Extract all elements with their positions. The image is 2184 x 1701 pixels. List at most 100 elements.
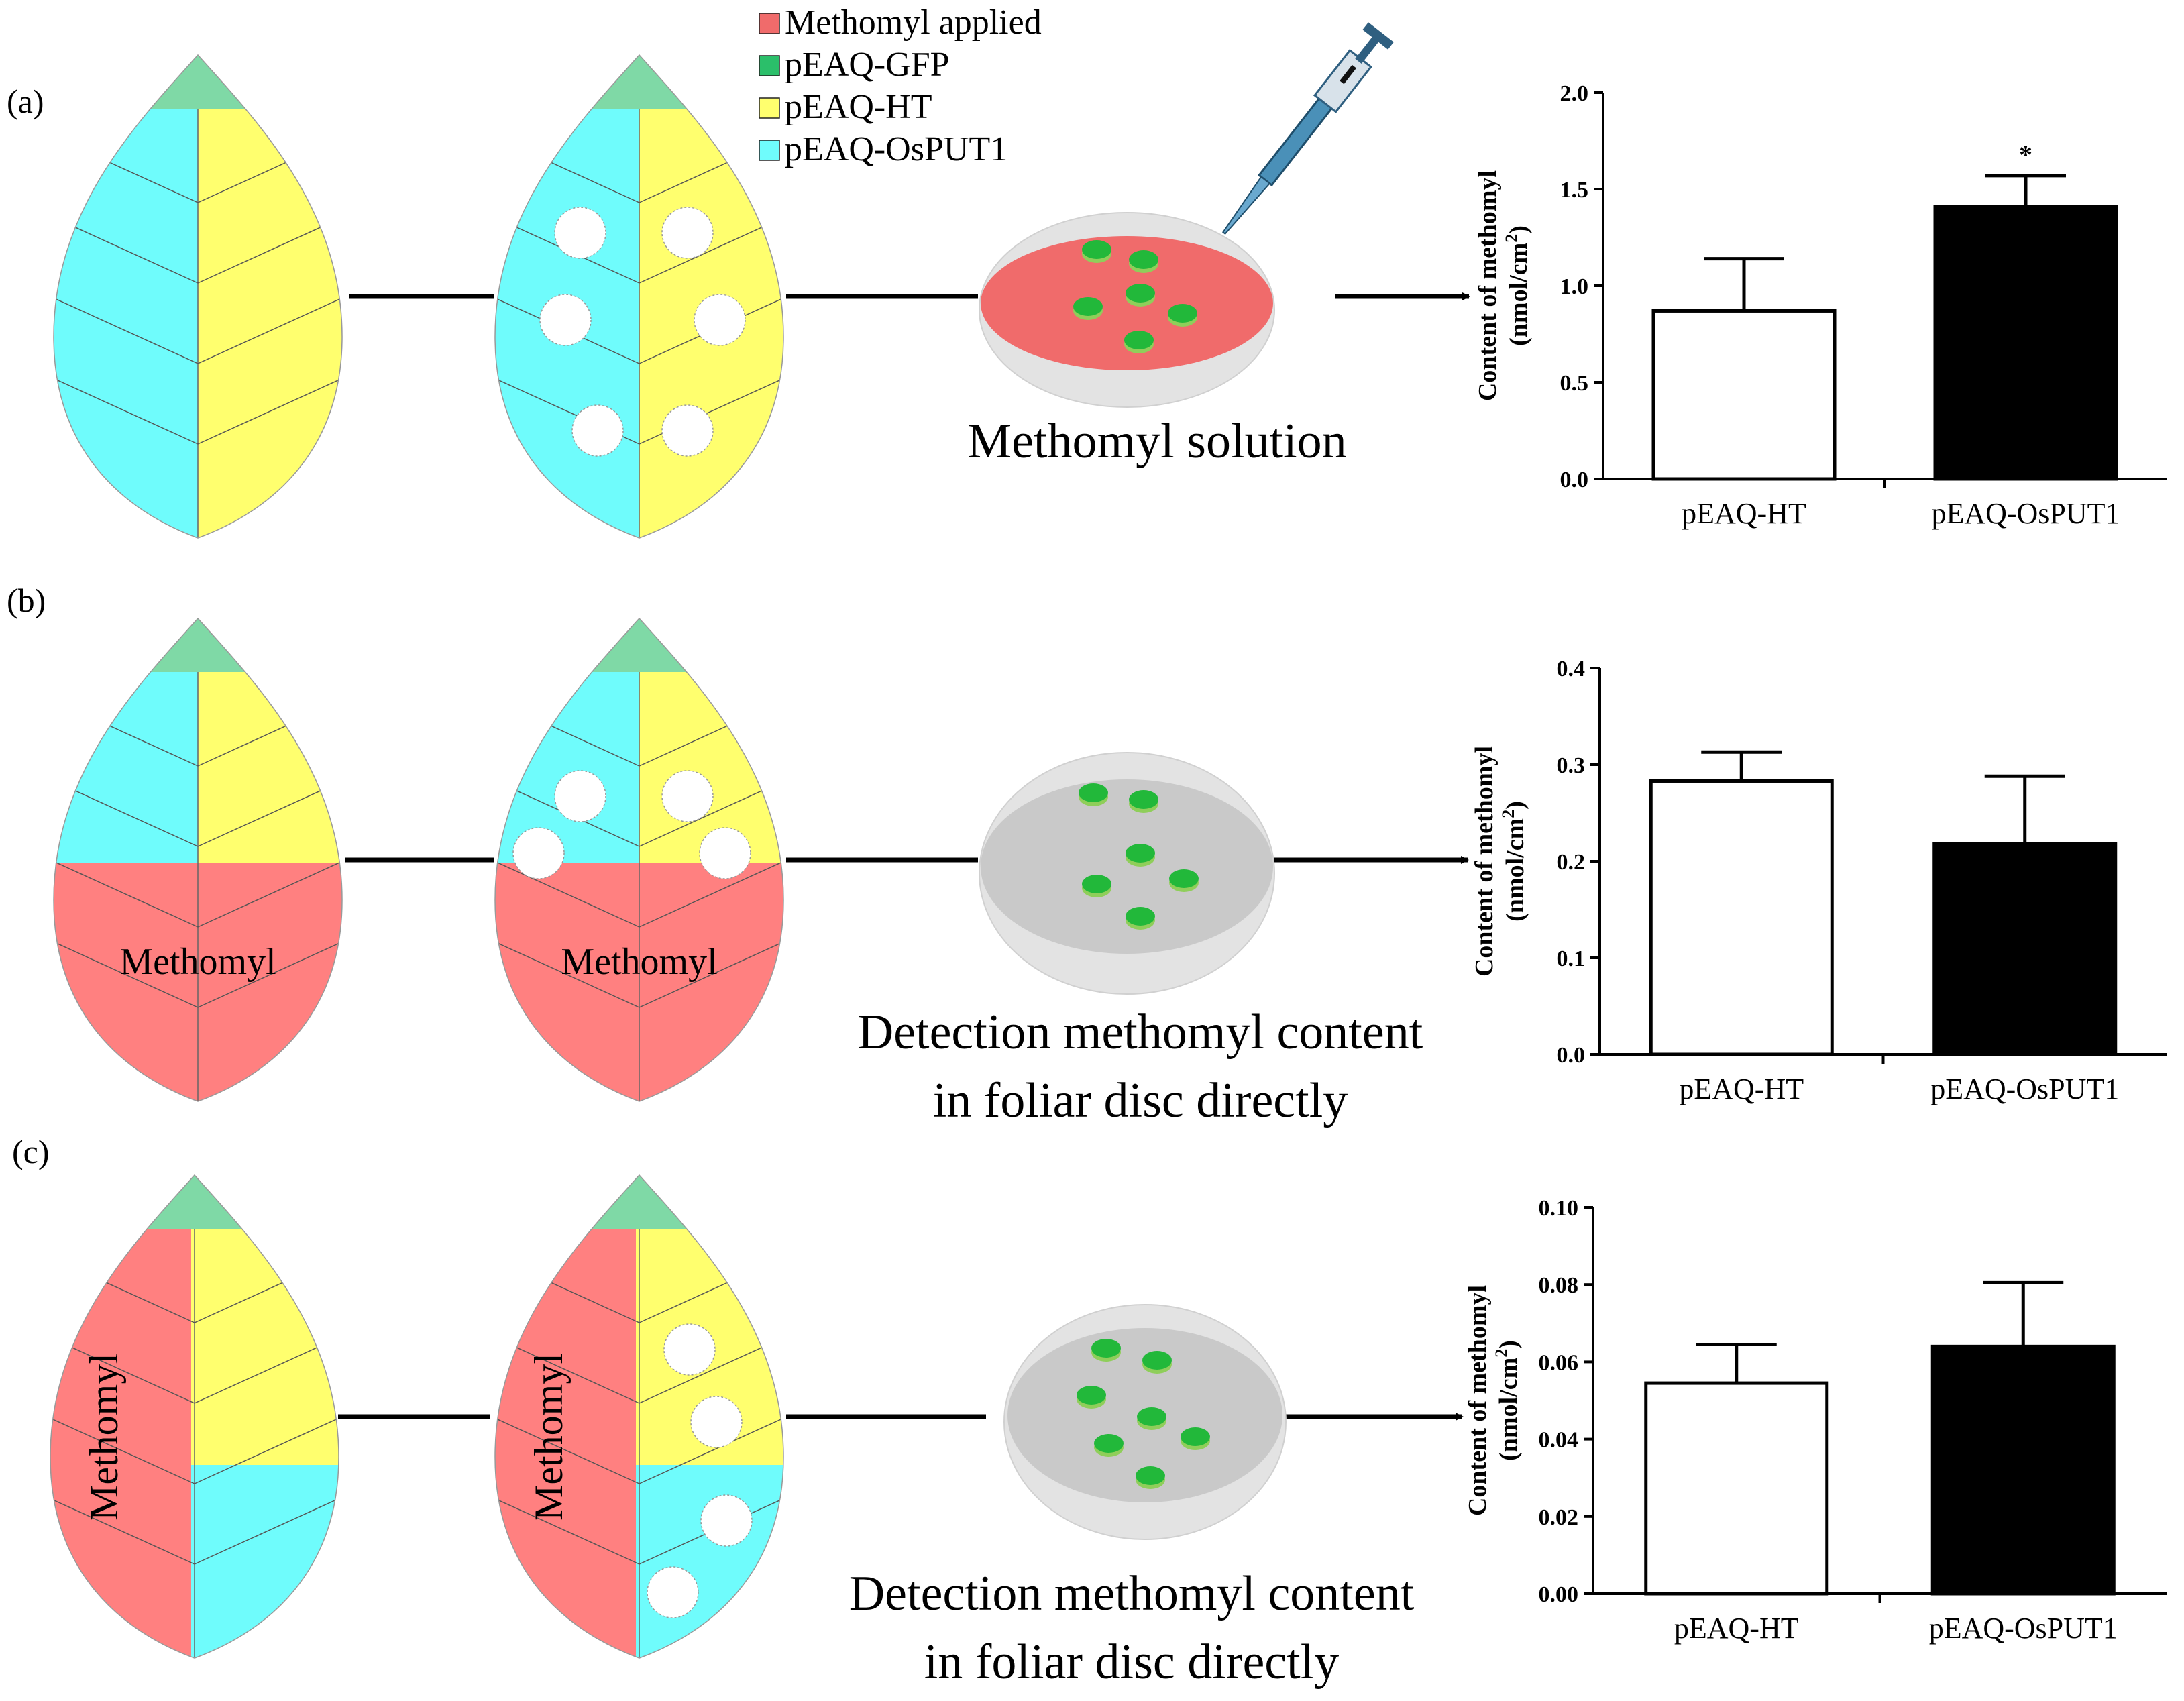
- y-tick-label: 0.0: [1557, 1043, 1586, 1068]
- leaf-disc-hole: [699, 827, 751, 879]
- dishes-layer: [979, 212, 1287, 1540]
- y-unit-sup: 2: [1498, 810, 1518, 818]
- y-tick-label: 0.1: [1557, 946, 1586, 971]
- x-category-label: pEAQ-OsPUT1: [1930, 1073, 2119, 1105]
- leaf-methomyl-label: Methomyl: [82, 1353, 126, 1521]
- foliar-disc: [1126, 907, 1155, 926]
- petri-dish-2: [979, 752, 1275, 995]
- foliar-disc: [1073, 297, 1103, 316]
- y-unit-suffix: ): [1494, 1340, 1523, 1349]
- foliar-disc: [1168, 304, 1197, 323]
- foliar-disc: [1142, 1351, 1172, 1370]
- y-tick-label: 0.3: [1557, 753, 1586, 778]
- leaf-methomyl-label: Methomyl: [119, 941, 276, 983]
- y-tick-label: 0.5: [1560, 371, 1589, 396]
- caption-c-line1: Detection methomyl content: [849, 1566, 1415, 1621]
- y-axis-label: Content of methomyl: [1470, 746, 1498, 977]
- y-tick-label: 0.08: [1539, 1273, 1579, 1298]
- caption-c-line2: in foliar disc directly: [924, 1635, 1340, 1690]
- leaf-disc-hole: [690, 1396, 743, 1448]
- petri-dish-3: [1003, 1304, 1287, 1540]
- y-tick-label: 0.10: [1539, 1196, 1579, 1221]
- foliar-disc: [1126, 844, 1155, 863]
- caption-c: Detection methomyl content in foliar dis…: [849, 1566, 1415, 1690]
- foliar-disc: [1137, 1407, 1166, 1426]
- y-axis-unit: (nmol/cm2): [1498, 801, 1529, 922]
- leaf-a-2: [494, 54, 784, 539]
- leaf-disc-hole: [694, 294, 746, 346]
- legend: Methomyl applied pEAQ-GFP pEAQ-HT pEAQ-OsPU…: [759, 3, 1042, 168]
- leaf-disc-hole: [661, 770, 714, 822]
- x-category-label: pEAQ-OsPUT1: [1931, 497, 2120, 530]
- y-tick-label: 0.00: [1539, 1582, 1579, 1607]
- y-unit-sup: 2: [1502, 234, 1521, 243]
- leaf-c-2: Methomyl: [494, 1174, 784, 1659]
- foliar-disc: [1181, 1427, 1210, 1446]
- connectors: [338, 294, 986, 1419]
- legend-item-4: pEAQ-OsPUT1: [759, 130, 1007, 168]
- bar-peaq-osput1: [1932, 842, 2118, 1056]
- legend-swatch: [759, 140, 780, 161]
- leaf-disc-hole: [647, 1566, 699, 1618]
- caption-b-line2: in foliar disc directly: [933, 1073, 1348, 1128]
- leaf-b-1: Methomyl: [53, 617, 343, 1102]
- foliar-disc: [1129, 250, 1158, 269]
- leaf-disc-hole: [700, 1494, 753, 1547]
- legend-label: pEAQ-GFP: [785, 46, 950, 84]
- foliar-disc: [1129, 790, 1158, 809]
- y-unit-suffix: ): [1501, 801, 1529, 810]
- caption-a: Methomyl solution: [967, 414, 1346, 469]
- foliar-disc: [1082, 240, 1111, 259]
- legend-label: pEAQ-HT: [785, 88, 932, 126]
- foliar-disc: [1079, 783, 1108, 802]
- legend-item-1: Methomyl applied: [759, 3, 1042, 42]
- foliar-disc: [1169, 869, 1199, 888]
- significance-marker: *: [2019, 140, 2032, 170]
- panel-label-a: (a): [7, 83, 44, 120]
- leaf-methomyl-label: Methomyl: [561, 941, 717, 983]
- x-category-label: pEAQ-OsPUT1: [1929, 1612, 2118, 1645]
- y-axis-unit: (nmol/cm2): [1492, 1340, 1523, 1461]
- x-category-label: pEAQ-HT: [1679, 1073, 1804, 1105]
- y-tick-label: 1.0: [1560, 274, 1589, 299]
- panel-label-c: (c): [12, 1133, 50, 1170]
- caption-b: Detection methomyl content in foliar dis…: [858, 1005, 1423, 1128]
- foliar-disc: [1082, 875, 1111, 893]
- foliar-disc: [1136, 1466, 1165, 1485]
- panel-label-b: (b): [7, 582, 46, 619]
- y-axis-unit: (nmol/cm2): [1502, 225, 1533, 346]
- y-tick-label: 0.04: [1539, 1428, 1579, 1453]
- leaf-c-1: Methomyl: [50, 1174, 339, 1659]
- legend-item-2: pEAQ-GFP: [759, 46, 950, 84]
- foliar-disc: [1094, 1434, 1124, 1453]
- foliar-disc: [1091, 1339, 1121, 1358]
- leaf-disc-hole: [663, 1323, 716, 1376]
- bar-peaq-ht: [1651, 309, 1837, 481]
- y-unit-sup: 2: [1492, 1349, 1511, 1358]
- leaf-disc-hole: [571, 404, 624, 457]
- arrows: [1274, 292, 1470, 1421]
- y-unit-suffix: ): [1505, 225, 1533, 234]
- y-unit-prefix: (nmol/cm: [1494, 1358, 1523, 1461]
- legend-label: Methomyl applied: [785, 3, 1042, 42]
- y-unit-prefix: (nmol/cm: [1501, 818, 1529, 922]
- foliar-disc: [1124, 331, 1154, 349]
- leaf-disc-hole: [512, 827, 565, 879]
- bar-peaq-ht: [1649, 779, 1834, 1056]
- y-axis-label: Content of methomyl: [1474, 170, 1502, 401]
- legend-swatch: [759, 55, 780, 76]
- petri-dish-1: [979, 212, 1275, 408]
- y-axis-label: Content of methomyl: [1464, 1285, 1492, 1516]
- bar-peaq-ht: [1644, 1381, 1829, 1596]
- y-tick-label: 0.0: [1560, 468, 1589, 492]
- foliar-disc: [1077, 1386, 1106, 1405]
- pipette-icon: [1222, 22, 1394, 235]
- legend-swatch: [759, 13, 780, 34]
- leaf-methomyl-label: Methomyl: [527, 1353, 571, 1521]
